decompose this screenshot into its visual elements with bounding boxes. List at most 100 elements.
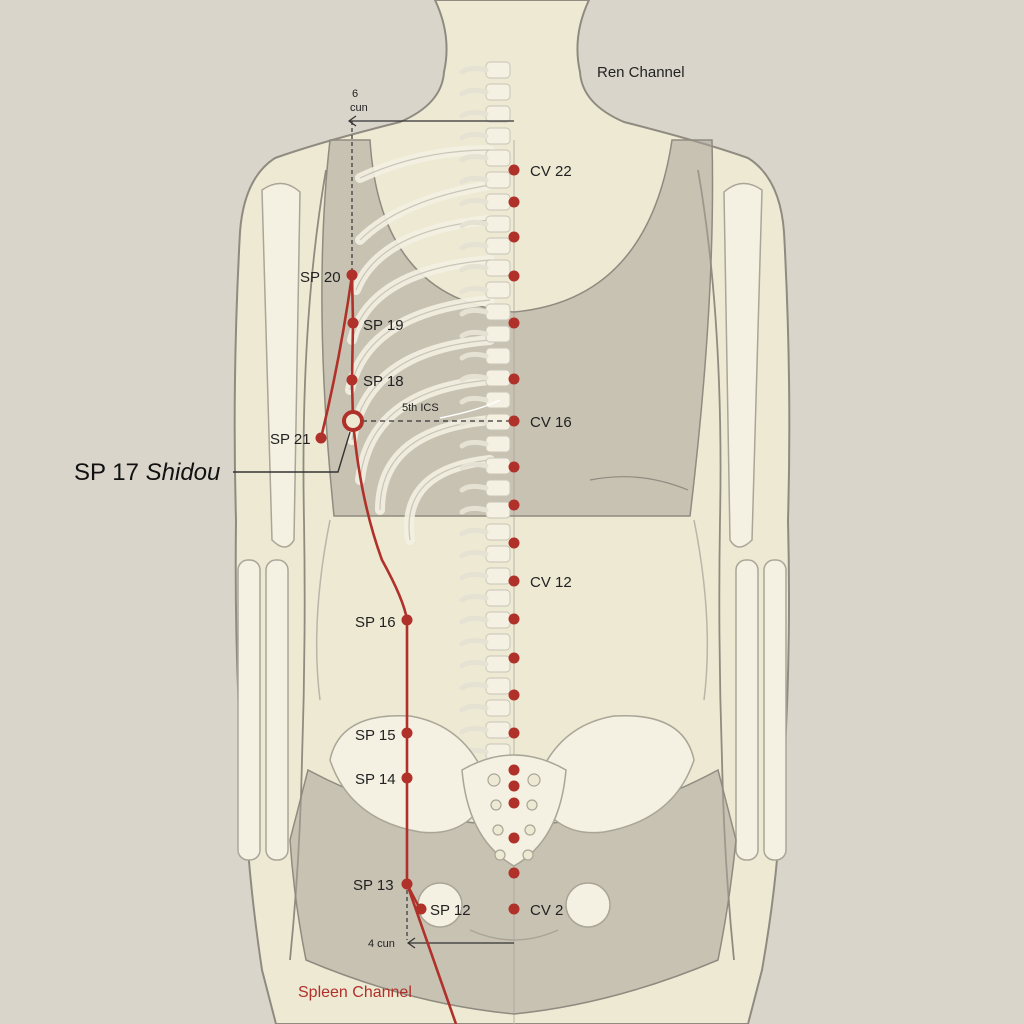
ren-point[interactable] (508, 832, 520, 844)
vertebra (485, 721, 511, 739)
six-cun-number: 6 (352, 88, 358, 100)
vertebra-process (459, 153, 489, 163)
vertebra (485, 171, 511, 189)
label-cv2: CV 2 (530, 902, 563, 919)
vertebra-process (459, 549, 489, 559)
ren-point[interactable] (508, 613, 520, 625)
vertebra (485, 589, 511, 607)
vertebra-process (459, 439, 489, 449)
ren-point[interactable] (508, 270, 520, 282)
vertebra (485, 193, 511, 211)
sacral-foramina (487, 773, 541, 861)
sp17-leader-line (233, 431, 351, 473)
vertebra (485, 391, 511, 409)
vertebra-process (459, 351, 489, 361)
ren-channel-points (508, 164, 520, 915)
vertebra-process (459, 285, 489, 295)
label-sp14: SP 14 (355, 771, 396, 788)
arm-bones (237, 182, 787, 861)
ren-point[interactable] (508, 903, 520, 915)
vertebra-process (459, 571, 489, 581)
vertebra (485, 215, 511, 233)
vertebra (485, 325, 511, 343)
ren-point[interactable] (508, 164, 520, 176)
vertebra (485, 479, 511, 497)
ren-point[interactable] (508, 797, 520, 809)
spleen-points (315, 269, 427, 915)
point-sp12[interactable] (415, 903, 427, 915)
ren-point[interactable] (508, 780, 520, 792)
vertebra (485, 677, 511, 695)
spleen-channel-title: Spleen Channel (298, 984, 412, 1001)
label-cv22: CV 22 (530, 163, 572, 180)
vertebra (485, 435, 511, 453)
sp17-callout: SP 17 Shidou (74, 459, 220, 486)
vertebra-process (459, 681, 489, 691)
four-cun-label: 4 cun (368, 938, 395, 950)
vertebra-process (459, 373, 489, 383)
vertebra (485, 699, 511, 717)
vertebra (485, 567, 511, 585)
ren-point[interactable] (508, 537, 520, 549)
vertebra (485, 347, 511, 365)
ren-point[interactable] (508, 499, 520, 511)
ren-point[interactable] (508, 317, 520, 329)
point-sp21[interactable] (315, 432, 327, 444)
vertebra (485, 457, 511, 475)
vertebra-process (459, 395, 489, 405)
vertebra-process (459, 197, 489, 207)
vertebra-process (459, 461, 489, 471)
vertebra-process (459, 505, 489, 515)
ren-point[interactable] (508, 415, 520, 427)
point-sp14[interactable] (401, 772, 413, 784)
vertebra-process (459, 87, 489, 97)
ren-point[interactable] (508, 231, 520, 243)
label-sp16: SP 16 (355, 614, 396, 631)
point-sp18[interactable] (346, 374, 358, 386)
six-cun-measure (347, 115, 514, 275)
vertebra (485, 523, 511, 541)
vertebra (485, 545, 511, 563)
ren-point[interactable] (508, 867, 520, 879)
vertebra (485, 633, 511, 651)
ren-point[interactable] (508, 727, 520, 739)
vertebra (485, 105, 511, 123)
label-sp12: SP 12 (430, 902, 471, 919)
vertebra-process (459, 219, 489, 229)
label-sp15: SP 15 (355, 727, 396, 744)
ren-point[interactable] (508, 196, 520, 208)
vertebra (485, 303, 511, 321)
point-sp20[interactable] (346, 269, 358, 281)
bra-garment (321, 139, 714, 517)
vertebra-process (459, 593, 489, 603)
label-sp13: SP 13 (353, 877, 394, 894)
vertebra-process (459, 483, 489, 493)
ren-point[interactable] (508, 689, 520, 701)
six-cun-unit: cun (350, 102, 368, 114)
point-sp15[interactable] (401, 727, 413, 739)
vertebra (485, 501, 511, 519)
vertebra-process (459, 725, 489, 735)
ren-point[interactable] (508, 575, 520, 587)
label-sp18: SP 18 (363, 373, 404, 390)
ren-point[interactable] (508, 461, 520, 473)
vertebra-process (459, 329, 489, 339)
label-cv12: CV 12 (530, 574, 572, 591)
ren-point[interactable] (508, 764, 520, 776)
label-sp20: SP 20 (300, 269, 341, 286)
point-sp19[interactable] (347, 317, 359, 329)
ren-point[interactable] (508, 373, 520, 385)
label-cv16: CV 16 (530, 414, 572, 431)
point-sp16[interactable] (401, 614, 413, 626)
vertebra (485, 369, 511, 387)
spleen-channel-line (319, 274, 458, 1024)
ren-point[interactable] (508, 652, 520, 664)
point-sp17-highlight[interactable] (342, 410, 364, 432)
vertebra-process (459, 527, 489, 537)
vertebra-process (459, 175, 489, 185)
vertebra-process (459, 241, 489, 251)
point-sp13[interactable] (401, 878, 413, 890)
fifth-ics-guide (362, 399, 510, 422)
spine (459, 61, 511, 761)
